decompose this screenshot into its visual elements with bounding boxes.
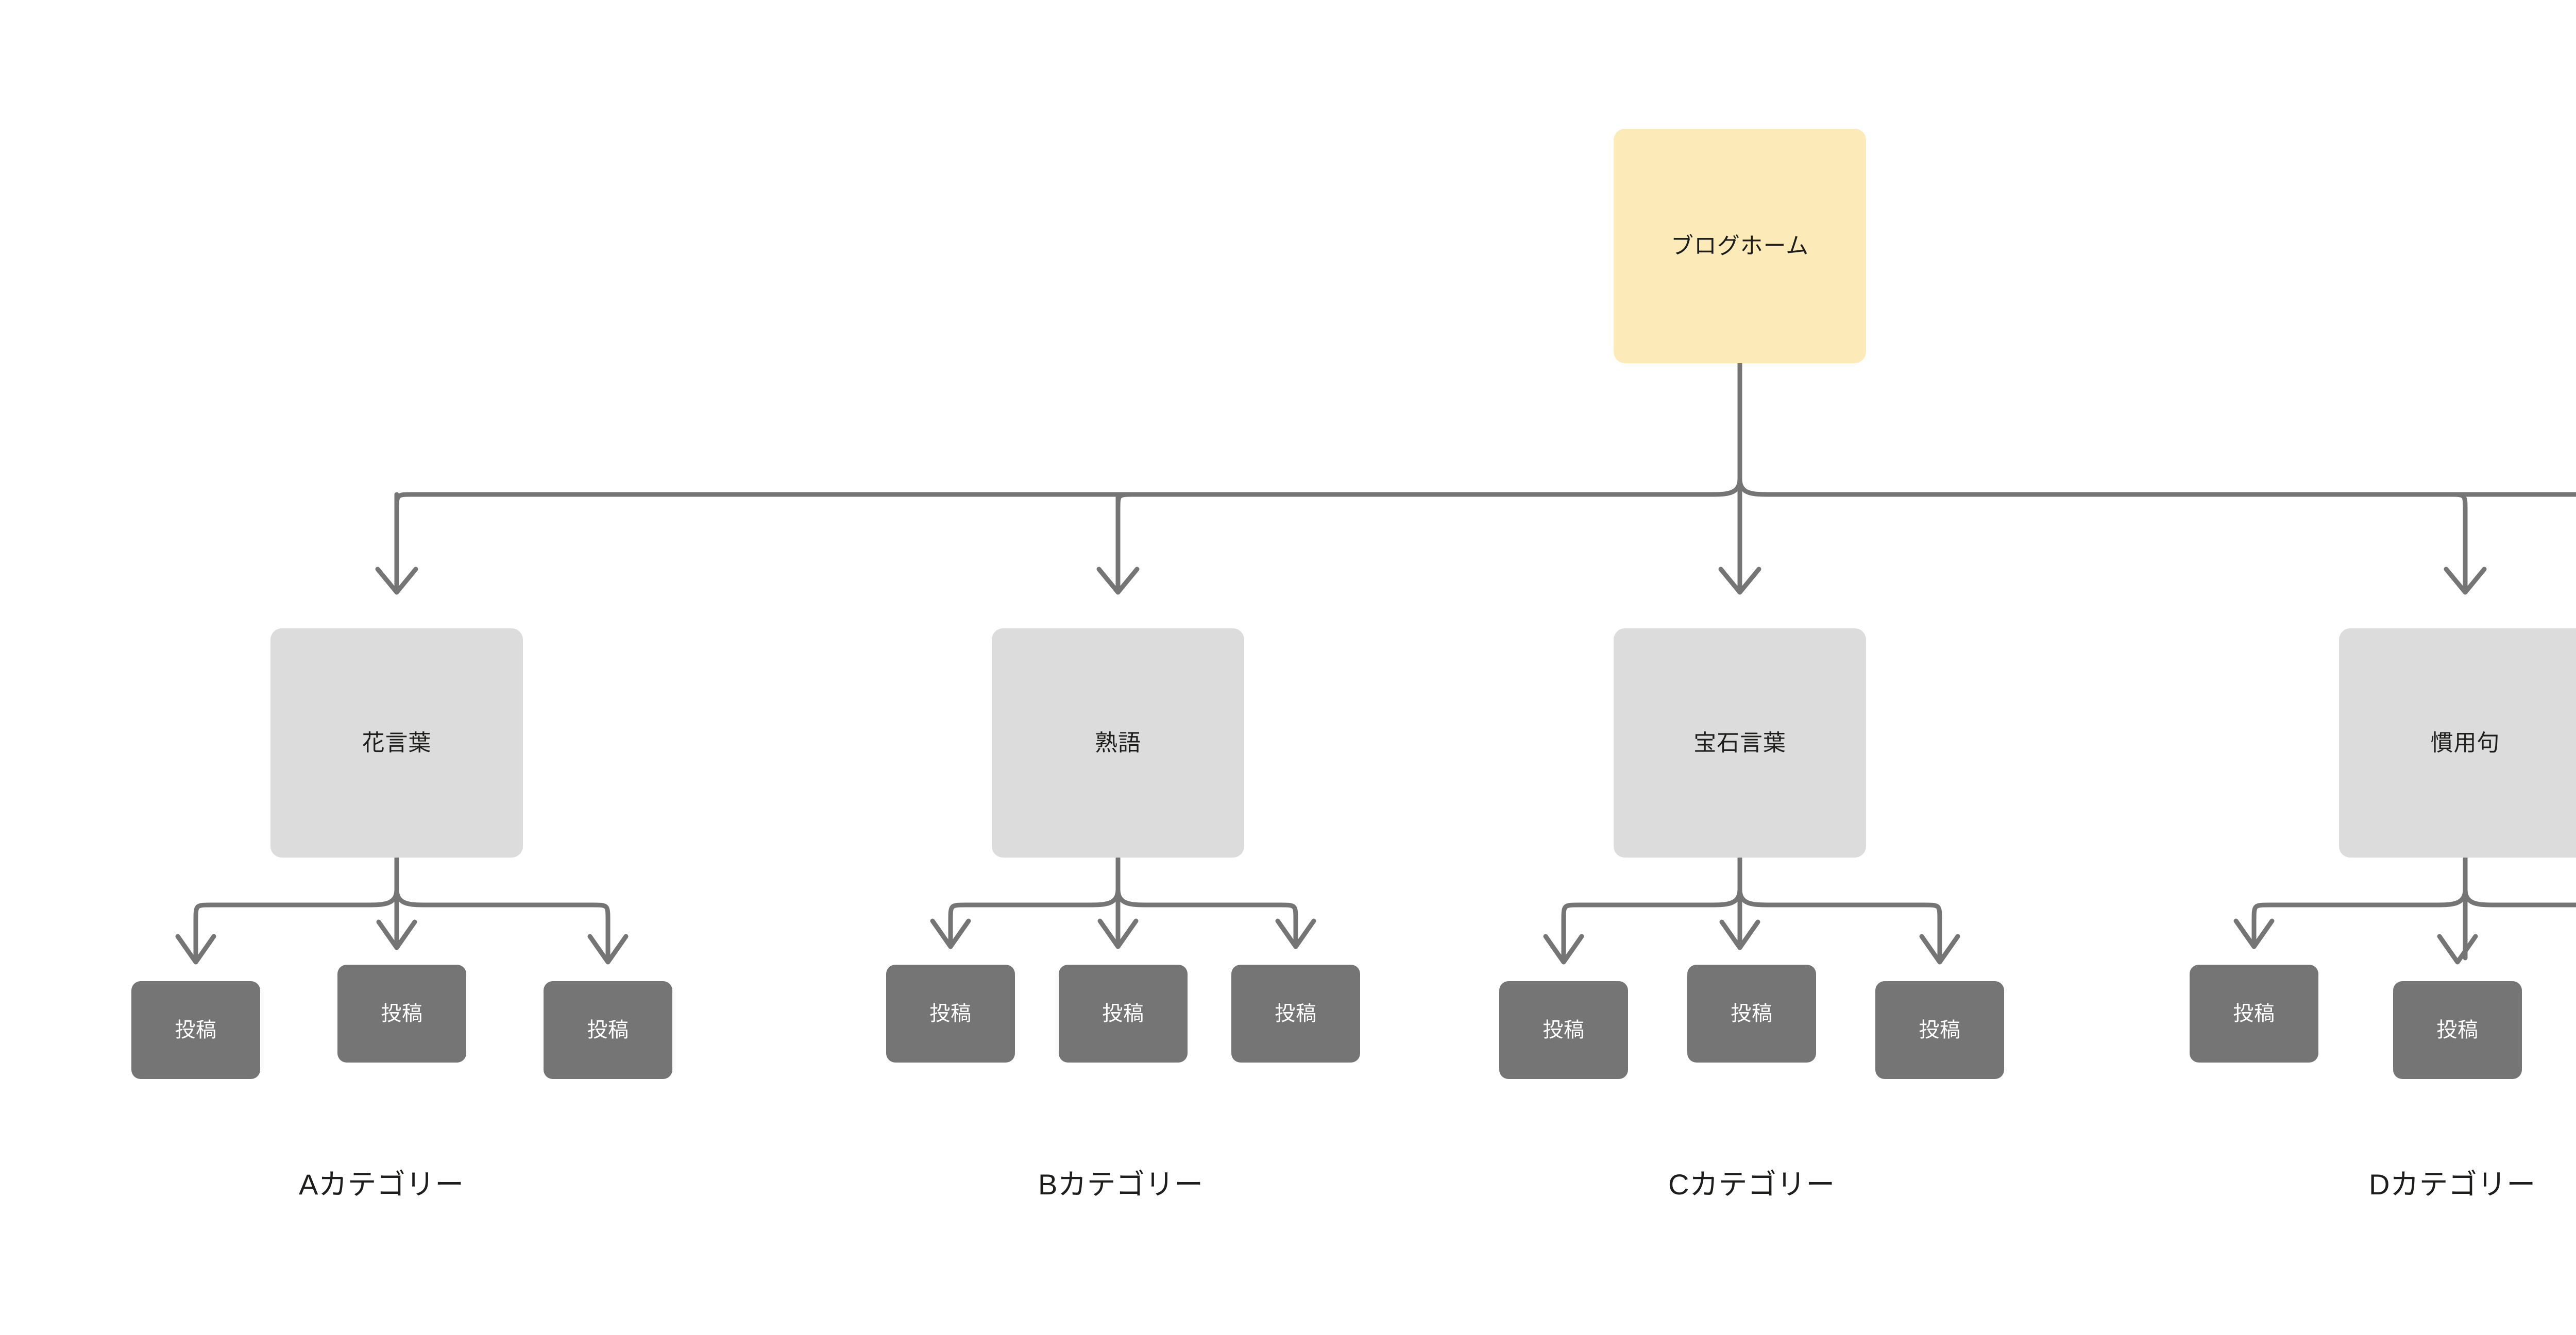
connector-a-right <box>394 887 611 961</box>
node-label: 熟語 <box>1095 730 1141 756</box>
connector-trunk-right <box>1737 476 2576 497</box>
connector-trunk-left <box>394 476 1742 590</box>
connector-b-right <box>1115 887 1298 944</box>
node-post[interactable]: 投稿 <box>1875 981 2004 1079</box>
node-post[interactable]: 投稿 <box>886 965 1015 1063</box>
node-post-label: 投稿 <box>2233 1002 2275 1025</box>
arrowhead-d-1 <box>2233 918 2275 949</box>
node-post-label: 投稿 <box>175 1019 217 1041</box>
connector-branch-2 <box>1115 492 1742 590</box>
arrowhead-d-2 <box>2437 934 2478 965</box>
node-post[interactable]: 投稿 <box>2393 981 2522 1079</box>
node-post[interactable]: 投稿 <box>131 981 260 1079</box>
node-category-3[interactable]: 宝石言葉 <box>1614 628 1866 858</box>
node-blog-home[interactable]: ブログホーム <box>1614 129 1866 363</box>
arrowhead-a-1 <box>175 934 216 965</box>
arrowhead-cat-3 <box>1718 567 1761 595</box>
arrowhead-b-2 <box>1097 918 1139 949</box>
connector-branch-2-corner <box>1115 492 1136 590</box>
node-post-label: 投稿 <box>1543 1019 1585 1041</box>
node-post[interactable]: 投稿 <box>2190 965 2318 1063</box>
category-caption: Aカテゴリー <box>299 1168 464 1201</box>
node-post[interactable]: 投稿 <box>1059 965 1188 1063</box>
node-label: 慣用句 <box>2430 730 2500 756</box>
node-post[interactable]: 投稿 <box>1687 965 1816 1063</box>
arrowhead-cat-4 <box>2444 567 2487 595</box>
arrowhead-c-1 <box>1543 934 1584 965</box>
node-post-label: 投稿 <box>1731 1002 1773 1025</box>
node-label: 宝石言葉 <box>1693 730 1786 756</box>
node-category-4[interactable]: 慣用句 <box>2339 628 2576 858</box>
node-post[interactable]: 投稿 <box>1499 981 1628 1079</box>
node-post[interactable]: 投稿 <box>544 981 672 1079</box>
category-caption: Bカテゴリー <box>1038 1168 1204 1201</box>
connector-c-left <box>1561 887 1742 961</box>
connector-branch-4-corner <box>2447 492 2468 590</box>
arrowhead-cat-1 <box>375 567 418 595</box>
node-post-label: 投稿 <box>2436 1019 2479 1041</box>
connector-c-right <box>1737 887 1942 961</box>
node-post-label: 投稿 <box>1919 1019 1961 1041</box>
node-post-label: 投稿 <box>381 1002 423 1025</box>
connector-a-left <box>193 887 399 961</box>
arrowhead-c-3 <box>1919 934 1960 965</box>
node-post-label: 投稿 <box>1102 1002 1144 1025</box>
arrowhead-c-2 <box>1719 919 1760 950</box>
node-category-1[interactable]: 花言葉 <box>270 628 523 858</box>
arrowhead-b-3 <box>1275 918 1316 949</box>
node-post-label: 投稿 <box>1275 1002 1317 1025</box>
category-caption: Cカテゴリー <box>1668 1168 1835 1201</box>
node-label: 花言葉 <box>362 730 432 756</box>
node-post-label: 投稿 <box>929 1002 972 1025</box>
connector-d-left <box>2251 887 2468 944</box>
node-post[interactable]: 投稿 <box>337 965 466 1063</box>
connector-b-left <box>948 887 1121 944</box>
arrowhead-a-2 <box>376 919 417 950</box>
arrowhead-cat-2 <box>1096 567 1140 595</box>
node-post-label: 投稿 <box>587 1019 629 1041</box>
arrowhead-a-3 <box>587 934 629 965</box>
connector-d-right <box>2463 887 2576 908</box>
node-blog-home-label: ブログホーム <box>1671 233 1809 259</box>
node-category-2[interactable]: 熟語 <box>992 628 1244 858</box>
node-post[interactable]: 投稿 <box>1231 965 1360 1063</box>
arrowhead-b-1 <box>930 918 971 949</box>
category-caption: Dカテゴリー <box>2369 1168 2536 1201</box>
